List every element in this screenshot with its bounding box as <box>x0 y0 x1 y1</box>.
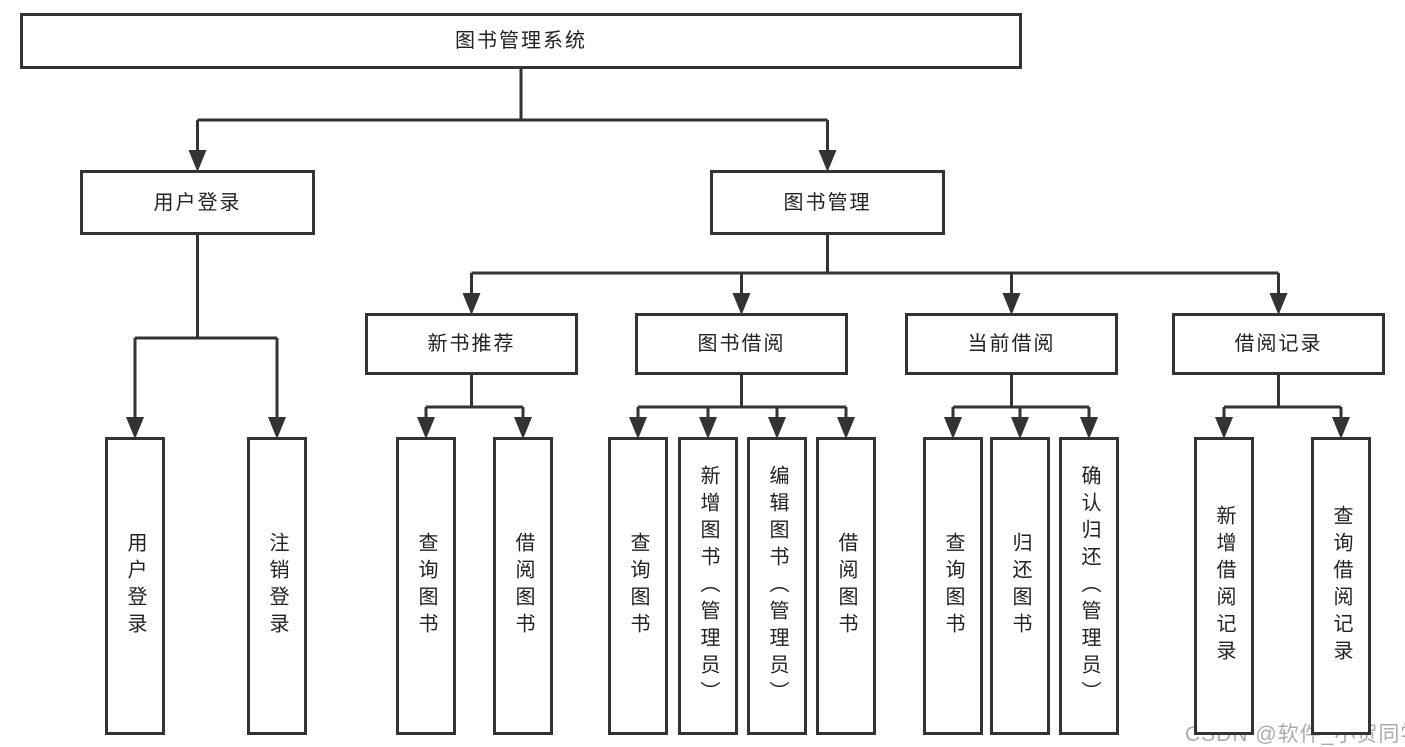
node-label: 编辑图书（管理员） <box>766 464 788 708</box>
node-label: 借阅图书 <box>512 532 534 640</box>
node-label: 借阅图书 <box>835 532 857 640</box>
node-label: 图书管理系统 <box>455 30 587 52</box>
node-return-books: 归还图书 <box>990 437 1050 735</box>
node-borrow-books-1: 借阅图书 <box>493 437 553 735</box>
node-query-books-3: 查询图书 <box>923 437 983 735</box>
node-label: 查询借阅记录 <box>1330 505 1352 667</box>
node-label: 新增借阅记录 <box>1213 505 1235 667</box>
node-label: 用户登录 <box>153 191 242 214</box>
node-book-borrow: 图书借阅 <box>635 313 848 375</box>
node-label: 用户登录 <box>124 532 146 640</box>
node-label: 当前借阅 <box>967 333 1056 355</box>
node-user-login-group: 用户登录 <box>80 170 315 235</box>
node-confirm-return: 确认归还（管理员） <box>1059 437 1119 735</box>
node-logout: 注销登录 <box>247 437 307 735</box>
node-borrow-records: 借阅记录 <box>1172 313 1385 375</box>
node-label: 注销登录 <box>266 532 288 640</box>
node-query-borrow-record: 查询借阅记录 <box>1311 437 1371 735</box>
node-label: 确认归还（管理员） <box>1078 464 1100 708</box>
node-book-mgmt: 图书管理 <box>710 170 945 235</box>
node-label: 新增图书（管理员） <box>697 464 719 708</box>
node-label: 归还图书 <box>1009 532 1031 640</box>
node-label: 查询图书 <box>942 532 964 640</box>
node-borrow-books-2: 借阅图书 <box>816 437 876 735</box>
node-add-borrow-record: 新增借阅记录 <box>1194 437 1254 735</box>
node-label: 图书管理 <box>783 191 872 214</box>
node-new-book-rec: 新书推荐 <box>365 313 578 375</box>
node-add-books-admin: 新增图书（管理员） <box>678 437 738 735</box>
node-user-login: 用户登录 <box>105 437 165 735</box>
node-label: 图书借阅 <box>697 333 786 355</box>
node-label: 查询图书 <box>415 532 437 640</box>
node-root: 图书管理系统 <box>20 13 1022 69</box>
node-label: 新书推荐 <box>427 333 516 355</box>
node-query-books-2: 查询图书 <box>608 437 668 735</box>
node-label: 查询图书 <box>627 532 649 640</box>
node-edit-books-admin: 编辑图书（管理员） <box>747 437 807 735</box>
node-label: 借阅记录 <box>1234 333 1323 355</box>
node-current-borrow: 当前借阅 <box>905 313 1118 375</box>
node-query-books-1: 查询图书 <box>396 437 456 735</box>
